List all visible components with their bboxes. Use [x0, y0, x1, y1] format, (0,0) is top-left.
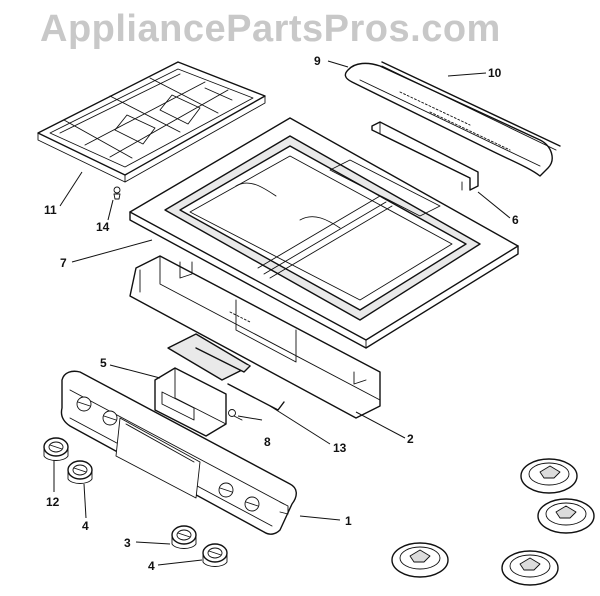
callout-4-lower: 4 [148, 559, 155, 573]
burner-cap-1 [520, 458, 578, 494]
watermark-text: AppliancePartsPros.com [40, 8, 501, 50]
callout-10: 10 [488, 66, 502, 80]
callout-5: 5 [100, 356, 107, 370]
cooktop-part-7 [129, 117, 519, 349]
display-module-part-5 [154, 367, 227, 437]
callout-3: 3 [124, 536, 131, 550]
burner-cap-3 [391, 542, 449, 578]
callout-6: 6 [512, 213, 519, 227]
callouts: 9 10 6 7 11 14 5 8 13 2 1 12 4 3 4 [44, 54, 519, 573]
trim-part-10 [381, 61, 561, 151]
callout-12: 12 [46, 495, 60, 509]
callout-11: 11 [44, 203, 57, 217]
callout-9: 9 [314, 54, 321, 68]
callout-4-upper: 4 [82, 519, 89, 533]
grate-part [37, 61, 266, 183]
bracket-part-6 [371, 121, 479, 191]
trim-part-9 [344, 62, 553, 177]
channel-part-2 [129, 255, 381, 419]
callout-13: 13 [333, 441, 347, 455]
knob-part-4-lower [202, 543, 228, 567]
burner-cap-2 [537, 498, 595, 534]
knob-part-12 [43, 437, 69, 461]
callout-7: 7 [60, 256, 67, 270]
callout-1: 1 [345, 514, 352, 528]
knob-part-4-upper [67, 460, 93, 484]
leader-lines [53, 60, 511, 566]
callout-2: 2 [407, 432, 414, 446]
callout-14: 14 [96, 220, 110, 234]
control-panel-part-1 [60, 370, 297, 535]
screw-part-8 [228, 409, 243, 421]
insulation-part-13 [167, 333, 285, 411]
callout-8: 8 [264, 435, 271, 449]
screw-part-14 [113, 186, 121, 200]
burner-cap-4 [501, 550, 559, 586]
knob-part-3 [171, 525, 197, 549]
